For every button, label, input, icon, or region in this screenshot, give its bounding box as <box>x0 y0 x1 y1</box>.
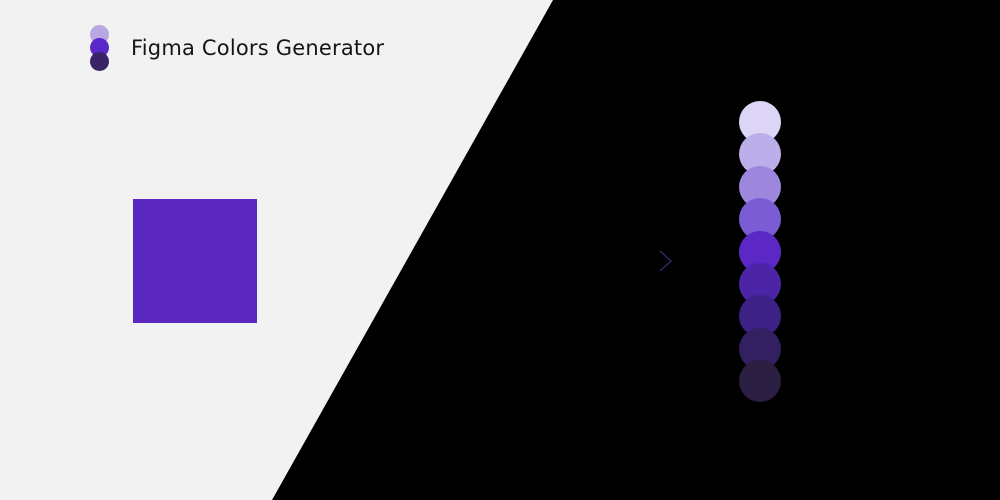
logo-dot-dark <box>90 52 109 71</box>
logo <box>90 25 110 73</box>
palette-swatch-900 <box>739 360 781 402</box>
logo-icon <box>90 25 110 73</box>
arrow-right-icon <box>312 251 672 271</box>
source-color-square-icon <box>133 199 257 323</box>
app-title: Figma Colors Generator <box>131 36 385 60</box>
generated-palette <box>739 101 781 403</box>
